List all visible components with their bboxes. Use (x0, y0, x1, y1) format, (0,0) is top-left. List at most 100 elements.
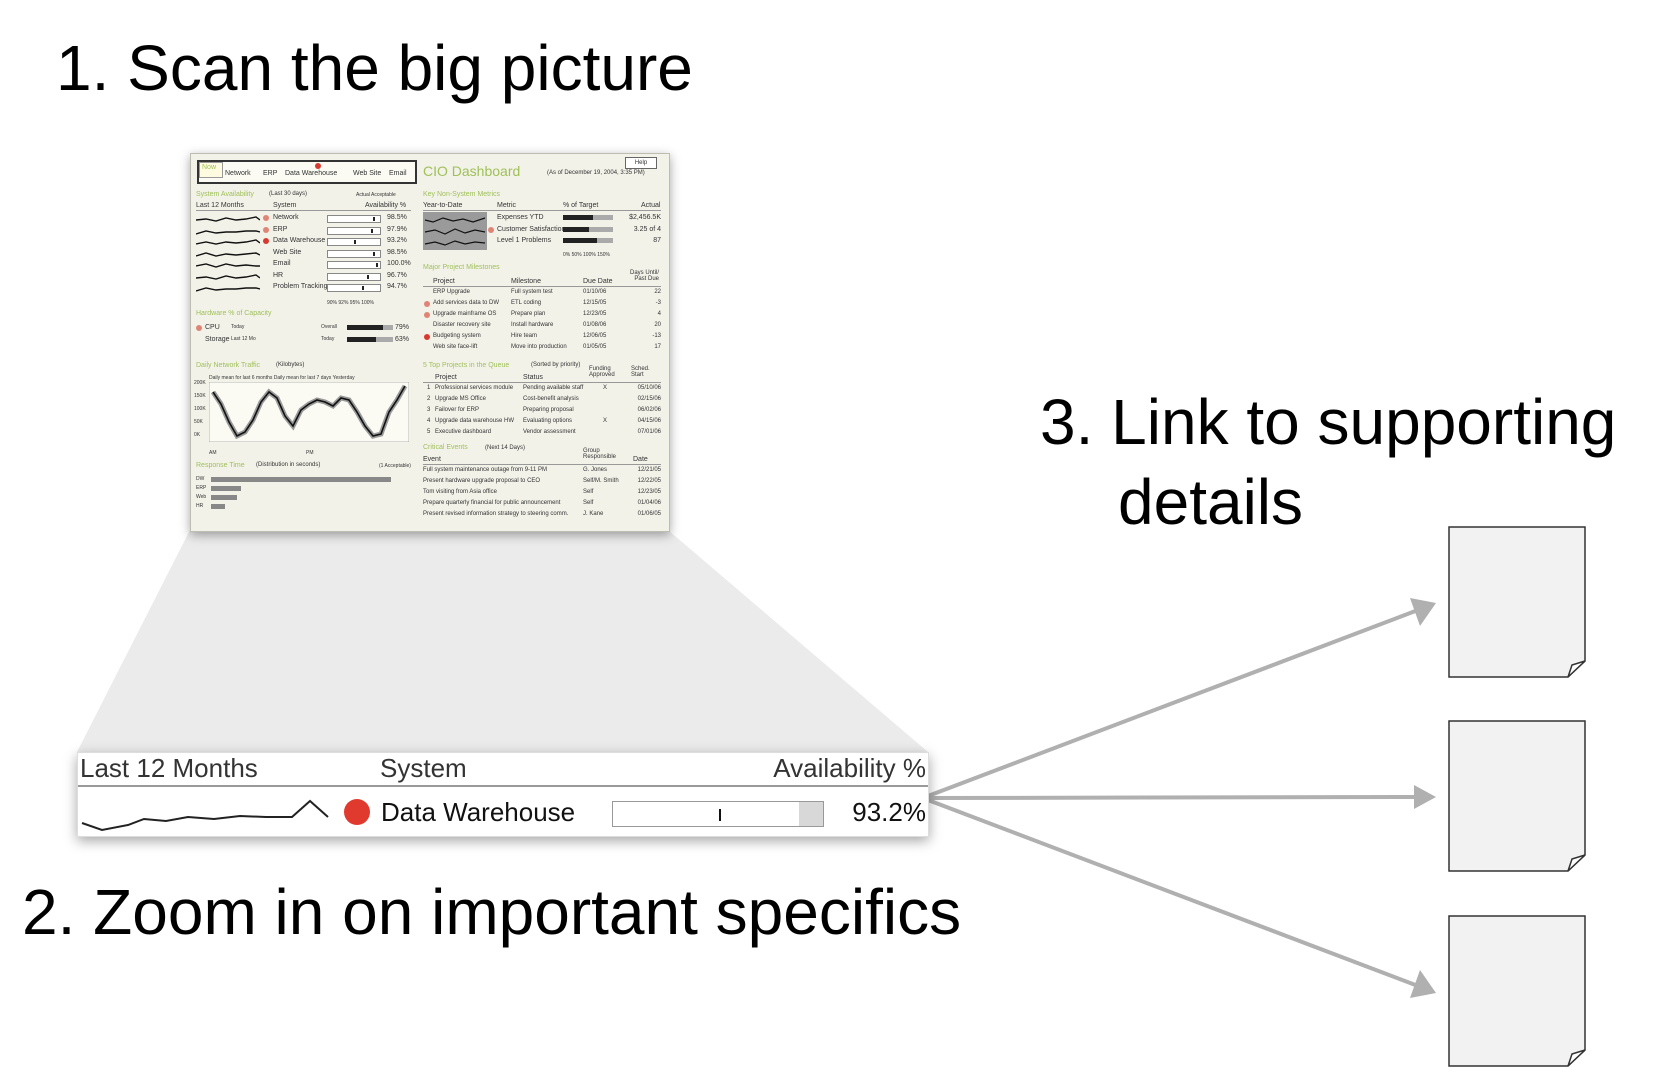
zoom-availability-bar (612, 801, 824, 827)
arrow-to-doc-2 (927, 795, 1419, 800)
kns-bar (563, 238, 597, 243)
ms-col-days: Days Until/ Past Due (629, 270, 659, 282)
ms-project: ERP Upgrade (433, 289, 470, 295)
events-col-event: Event (423, 456, 441, 463)
system-name[interactable]: Problem Tracking (273, 283, 328, 290)
queue-col-project: Project (435, 374, 457, 381)
zoom-system-name[interactable]: Data Warehouse (381, 797, 576, 827)
kns-sparklines (423, 212, 487, 250)
traffic-y-label: 50K (194, 419, 203, 425)
hw-value: 63% (395, 336, 410, 343)
queue-funding: X (603, 418, 608, 424)
ms-days: 20 (654, 322, 661, 328)
traffic-y-label: 0K (194, 432, 201, 438)
event-name: Full system maintenance outage from 9-11… (423, 467, 547, 473)
traffic-legend: Daily mean for last 6 months Daily mean … (209, 375, 355, 381)
resp-bar (211, 477, 391, 482)
queue-sub: (Sorted by priority) (531, 362, 581, 368)
system-name[interactable]: HR (273, 271, 284, 279)
system-bar-marker (361, 286, 364, 290)
system-value: 98.5% (387, 248, 407, 256)
resp-row-label: HR (196, 503, 204, 509)
ms-due: 12/15/05 (583, 300, 607, 306)
help-button[interactable]: Help (625, 157, 657, 169)
queue-start: 07/01/06 (637, 429, 661, 435)
kns-title: Key Non-System Metrics (423, 191, 501, 198)
system-sparkline (196, 287, 260, 292)
system-sparkline (196, 263, 260, 268)
zoom-system-value: 93.2% (852, 797, 926, 827)
ms-flag-dot (424, 301, 430, 307)
system-bar (327, 226, 381, 235)
zoom-funnel (77, 530, 928, 752)
resp-sub: (Distribution in seconds) (256, 462, 321, 468)
nav-item-erp[interactable]: ERP (263, 170, 278, 177)
kns-rule (423, 210, 661, 211)
system-name[interactable]: Web Site (273, 248, 302, 256)
system-name[interactable]: Email (273, 260, 291, 267)
system-flag-dot (263, 215, 269, 221)
system-bar (327, 272, 381, 281)
system-sparkline (196, 216, 260, 222)
resp-acc: (1 Acceptable) (379, 463, 411, 469)
nav-item-website[interactable]: Web Site (353, 170, 382, 177)
ms-project: Disaster recovery site (433, 322, 491, 328)
kns-metric: Metric (497, 202, 517, 209)
queue-title: 5 Top Projects in the Queue (423, 362, 510, 369)
ms-days: 22 (654, 289, 661, 295)
resp-row-label: DW (196, 476, 205, 482)
resp-bar (211, 504, 225, 509)
queue-start: 06/02/06 (637, 407, 661, 413)
kns-target: % of Target (563, 202, 599, 209)
queue-rank: 3 (427, 407, 431, 413)
events-col-group: Group Responsible (583, 448, 617, 460)
col-availability: Availability % (365, 202, 407, 209)
supporting-document-1[interactable] (1448, 526, 1588, 680)
ms-due: 12/06/05 (583, 333, 607, 339)
system-sparkline (196, 229, 260, 235)
system-bar (327, 284, 381, 292)
ms-col-project: Project (433, 278, 455, 285)
event-date: 12/21/05 (637, 467, 661, 473)
queue-rank: 4 (427, 418, 431, 424)
event-group: J. Kane (583, 511, 604, 517)
queue-status: Preparing proposal (523, 407, 574, 413)
queue-status: Vendor assessment (523, 429, 576, 435)
ms-due: 01/08/06 (583, 322, 607, 328)
supporting-document-2[interactable] (1448, 720, 1588, 874)
dashboard-thumbnail[interactable]: Now Network ERP Data Warehouse Web Site … (190, 153, 670, 532)
queue-status: Evaluating options (523, 418, 573, 424)
nav-now-tab[interactable] (199, 162, 223, 178)
nav-item-email[interactable]: Email (389, 170, 407, 177)
ms-due: 01/05/05 (583, 344, 607, 350)
system-name[interactable]: Network (273, 214, 299, 221)
nav-item-dw[interactable]: Data Warehouse (285, 170, 338, 177)
event-date: 01/06/05 (637, 511, 661, 517)
kns-name: Expenses YTD (497, 214, 544, 221)
nav-box (197, 160, 417, 184)
supporting-document-3[interactable] (1448, 915, 1588, 1069)
event-date: 12/22/05 (637, 478, 661, 484)
event-group: G. Jones (583, 467, 608, 473)
resp-title: Response Time (196, 462, 245, 469)
kns-bar (563, 215, 593, 220)
ms-milestone: Install hardware (511, 322, 554, 328)
system-name[interactable]: ERP (273, 225, 288, 233)
system-name[interactable]: Data Warehouse (273, 237, 326, 244)
hw-title: Hardware % of Capacity (196, 310, 272, 317)
zoom-detail-panel[interactable]: Last 12 Months System Availability % Dat… (77, 752, 929, 837)
queue-rank: 1 (427, 385, 431, 391)
system-value: 93.2% (387, 237, 407, 244)
hw-period: Today (231, 324, 245, 330)
arrow-to-doc-3 (927, 798, 1419, 988)
sys-avail-legend: Actual Acceptable (356, 192, 396, 198)
zoom-col-availability: Availability % (773, 753, 926, 783)
nav-item-network[interactable]: Network (225, 170, 251, 177)
queue-status: Pending available staff (523, 385, 584, 391)
system-value: 98.5% (387, 214, 407, 221)
queue-project: Professional services module (435, 385, 514, 391)
traffic-y-label: 200K (194, 380, 206, 386)
ms-project: Add services data to DW (433, 300, 500, 306)
kns-value: 3.25 of 4 (633, 225, 661, 233)
